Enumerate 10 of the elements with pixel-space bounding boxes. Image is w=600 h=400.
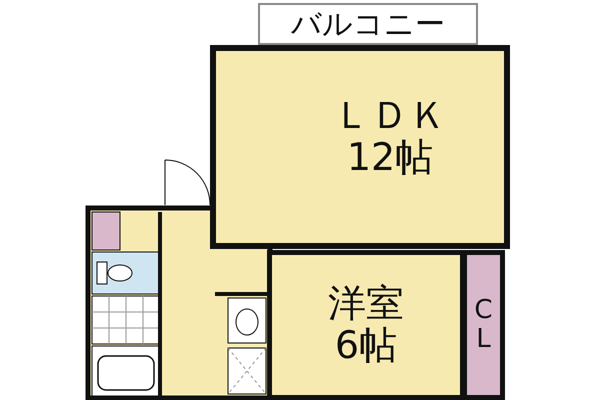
room-size: 12帖 [346,137,434,179]
closet-area [462,250,505,400]
room-area [210,45,510,249]
room-area [267,250,465,400]
room-name: ＬＤＫ [333,95,447,137]
closet-label: CL [473,296,494,354]
balcony-area [258,3,478,45]
balcony-label: バルコニー [291,8,445,40]
room-size: 6帖 [334,325,398,367]
room-name: 洋室 [328,283,404,325]
